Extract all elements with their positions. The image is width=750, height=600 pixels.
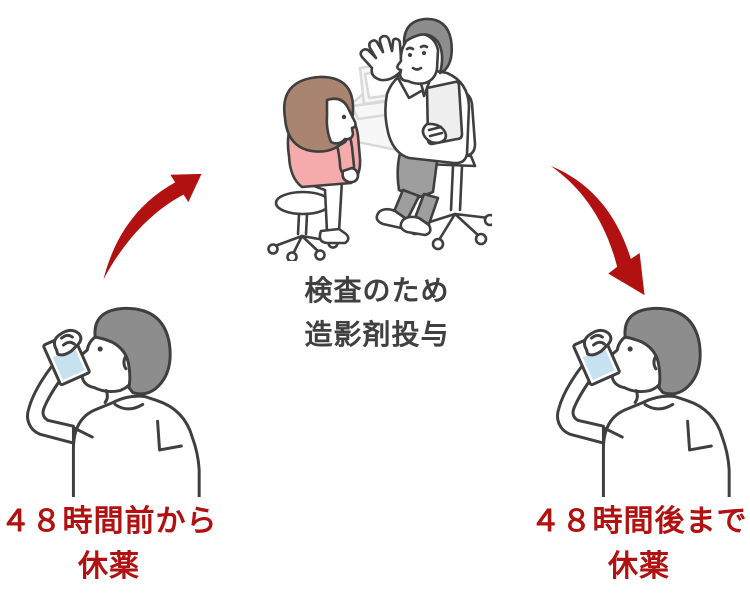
right-label-line-2: 休薬 xyxy=(608,549,670,584)
left-label-line-1: ４８時間前から xyxy=(0,504,218,539)
right-label-line-1: ４８時間後まで xyxy=(530,504,748,539)
caption-line-2: 造影剤投与 xyxy=(304,318,450,351)
consultation-scene xyxy=(257,6,492,261)
patient-figure xyxy=(282,75,362,245)
center-caption: 検査のため 造影剤投与 xyxy=(222,269,532,357)
man-drinking-medicine-illustration-right xyxy=(547,298,745,497)
caption-line-1: 検査のため xyxy=(304,274,450,307)
doctor-figure xyxy=(359,17,471,237)
left-step-label: ４８時間前から 休薬 xyxy=(0,499,218,589)
left-label-line-2: 休薬 xyxy=(78,549,140,584)
right-step-label: ４８時間後まで 休薬 xyxy=(530,499,748,589)
doctor-patient-consultation-illustration xyxy=(267,17,492,261)
curved-arrow-down-right-icon xyxy=(537,160,662,302)
man-drinking-medicine-illustration-left xyxy=(17,298,215,497)
curved-arrow-up-right-icon xyxy=(95,155,210,287)
